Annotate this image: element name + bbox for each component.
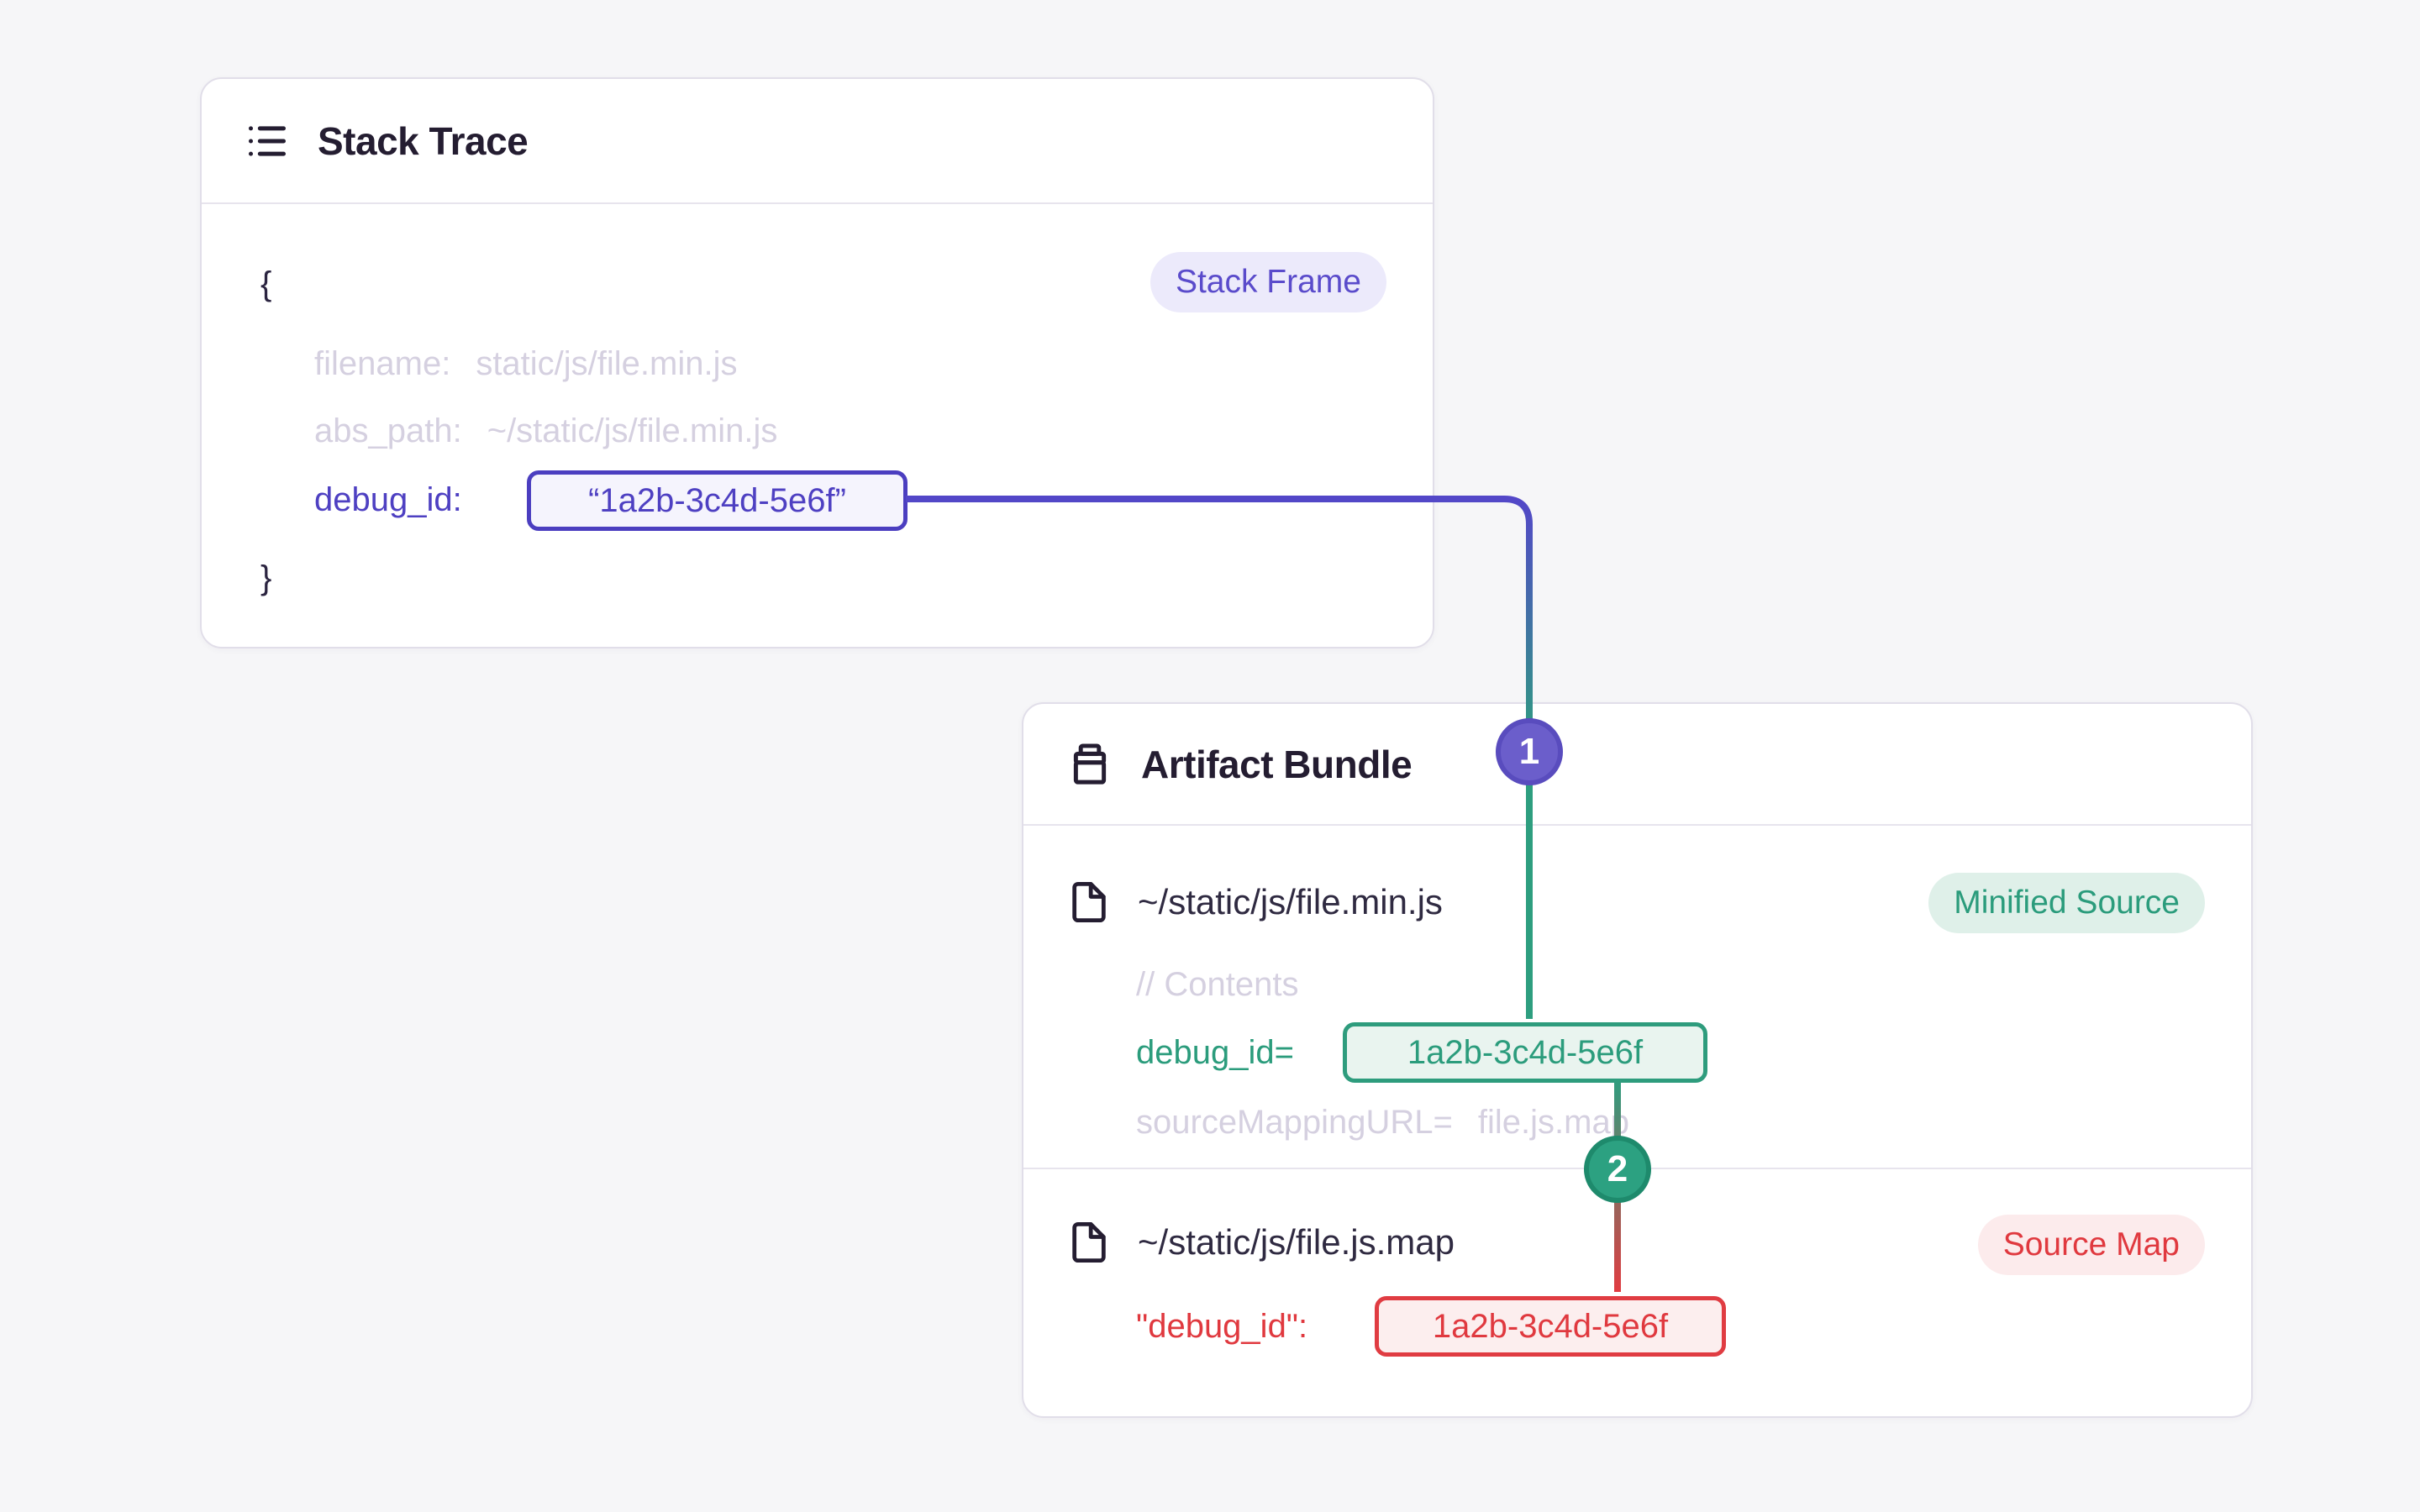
header-divider	[1023, 824, 2251, 826]
step-2-label: 2	[1607, 1148, 1628, 1189]
stack-trace-header: Stack Trace	[202, 79, 1433, 202]
close-brace: }	[260, 559, 272, 596]
open-brace: {	[260, 265, 272, 302]
artifact-bundle-card: Artifact Bundle ~/static/js/file.min.js …	[1022, 702, 2253, 1418]
map-debug-id-value-box: 1a2b-3c4d-5e6f	[1375, 1296, 1726, 1357]
sourcemap-file-row: ~/static/js/file.js.map	[1067, 1212, 1455, 1273]
card-title: Stack Trace	[318, 118, 529, 163]
bundle-debug-id-label: debug_id=	[1136, 1034, 1294, 1071]
source-mapping-label: sourceMappingURL=	[1136, 1104, 1453, 1141]
contents-comment: // Contents	[1136, 966, 1299, 1003]
source-map-badge: Source Map	[1977, 1215, 2205, 1275]
map-debug-id-label: "debug_id":	[1136, 1308, 1308, 1345]
filename-value: static/js/file.min.js	[476, 345, 738, 382]
map-debug-id-value: 1a2b-3c4d-5e6f	[1432, 1307, 1669, 1345]
file-icon	[1072, 881, 1106, 923]
abs-path-row: abs_path: ~/static/js/file.min.js	[314, 414, 777, 448]
step-2-circle: 2	[1584, 1136, 1651, 1203]
bundle-debug-id-value: 1a2b-3c4d-5e6f	[1407, 1033, 1644, 1071]
file-path: ~/static/js/file.min.js	[1138, 882, 1443, 921]
filename-row: filename: static/js/file.min.js	[314, 347, 737, 381]
stack-frame-badge: Stack Frame	[1150, 252, 1386, 312]
card-title: Artifact Bundle	[1141, 742, 1413, 786]
stack-trace-card: Stack Trace { Stack Frame filename: stati…	[200, 77, 1434, 648]
bundle-debug-id-value-box: 1a2b-3c4d-5e6f	[1343, 1022, 1707, 1083]
source-mapping-row: sourceMappingURL= file.js.map	[1136, 1105, 1629, 1139]
debug-id-label: debug_id:	[314, 481, 462, 518]
artifact-bundle-header: Artifact Bundle	[1023, 704, 2251, 824]
debug-id-value-box: “1a2b-3c4d-5e6f”	[527, 470, 908, 531]
minified-file-row: ~/static/js/file.min.js	[1067, 872, 1443, 932]
filename-label: filename:	[314, 345, 451, 382]
archive-icon	[1073, 743, 1107, 785]
debug-id-value: “1a2b-3c4d-5e6f”	[588, 481, 846, 519]
source-mapping-value: file.js.map	[1477, 1104, 1629, 1141]
file-icon	[1072, 1221, 1106, 1263]
minified-source-badge: Minified Source	[1928, 873, 2205, 933]
header-divider	[202, 202, 1433, 204]
abs-path-label: abs_path:	[314, 412, 462, 449]
file-path: ~/static/js/file.js.map	[1138, 1222, 1455, 1262]
list-icon	[249, 125, 286, 156]
step-1-label: 1	[1518, 731, 1540, 772]
step-1-circle: 1	[1496, 718, 1563, 785]
abs-path-value: ~/static/js/file.min.js	[487, 412, 778, 449]
